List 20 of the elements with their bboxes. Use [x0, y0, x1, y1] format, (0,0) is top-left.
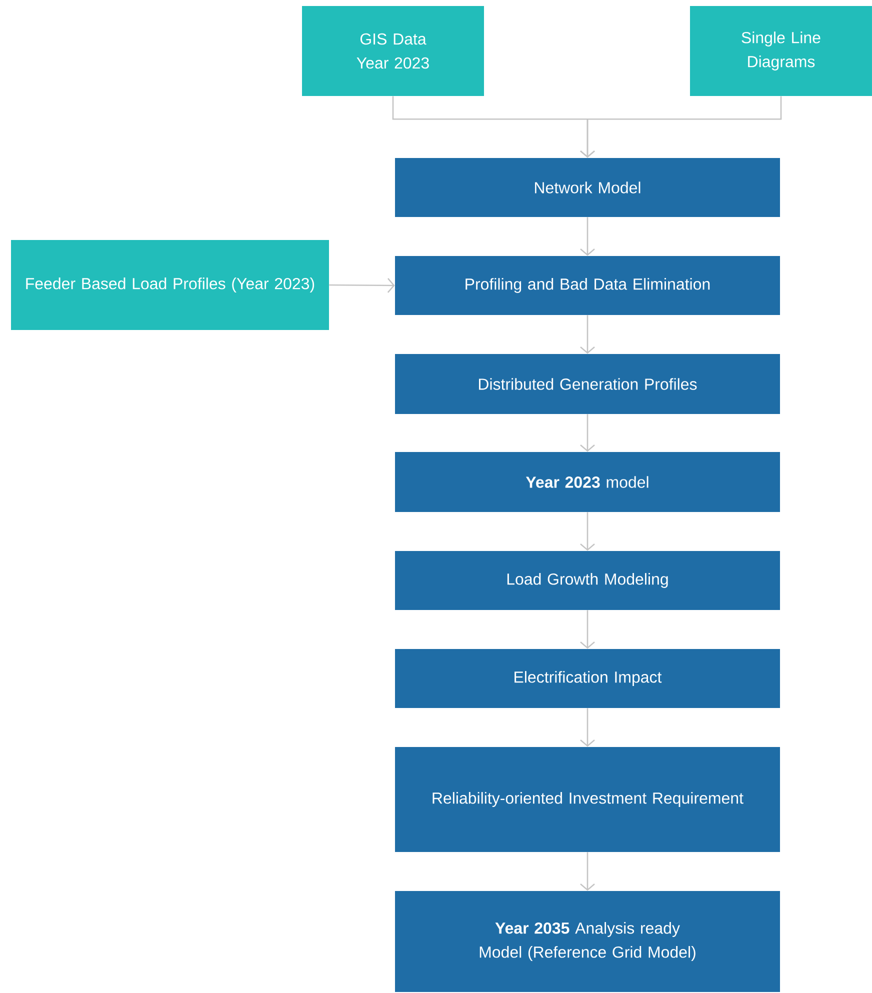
arrow: [580, 315, 595, 354]
process-box: Profiling and Bad Data Elimination: [395, 256, 780, 315]
process-box: Network Model: [395, 158, 780, 217]
input-box: GIS Data Year 2023: [302, 6, 484, 96]
input-box: Single Line Diagrams: [690, 6, 872, 96]
arrow: [580, 96, 782, 158]
process-box: Year 2023 model: [395, 452, 780, 512]
arrow: [580, 610, 595, 649]
arrow: [580, 414, 595, 452]
process-box: Load Growth Modeling: [395, 551, 780, 610]
arrow: [580, 852, 595, 891]
process-box: Electrification Impact: [395, 649, 780, 708]
input-box: Feeder Based Load Profiles (Year 2023): [11, 240, 329, 330]
process-box: Distributed Generation Profiles: [395, 354, 780, 414]
arrow: [580, 708, 595, 747]
process-box: Year 2035 Analysis ready Model (Reference Grid Model): [395, 891, 780, 992]
arrow: [329, 278, 395, 293]
arrow: [580, 512, 595, 551]
arrow: [580, 217, 595, 256]
process-box: Reliability-oriented Investment Requirement: [395, 747, 780, 852]
